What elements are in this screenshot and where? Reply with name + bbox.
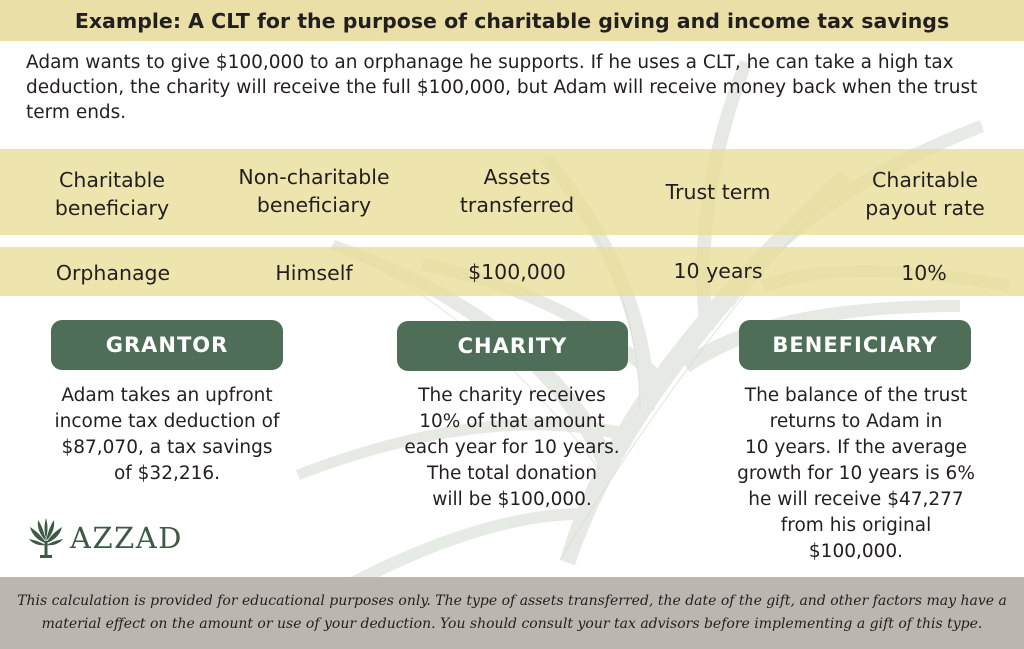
disclaimer-footer: This calculation is provided for educati… [0, 577, 1024, 649]
value-non-charitable-beneficiary: Himself [275, 261, 353, 285]
header-charitable-payout-rate: Charitable payout rate [865, 168, 985, 220]
beneficiary-description: The balance of the trust returns to Adam… [737, 385, 975, 562]
value-charitable-payout-rate: 10% [901, 261, 947, 285]
grantor-badge: GRANTOR [51, 320, 283, 370]
value-trust-term: 10 years [673, 259, 763, 283]
charity-description: The charity receives 10% of that amount … [404, 385, 620, 510]
intro-paragraph: Adam wants to give $100,000 to an orphan… [26, 52, 978, 123]
header-trust-term: Trust term [665, 180, 771, 204]
disclaimer-text: This calculation is provided for educati… [17, 593, 1007, 632]
beneficiary-badge: BENEFICIARY [739, 320, 971, 370]
header-charitable-beneficiary: Charitable beneficiary [54, 168, 170, 220]
header-non-charitable-beneficiary: Non-charitable beneficiary [238, 165, 390, 217]
value-charitable-beneficiary: Orphanage [55, 261, 171, 285]
value-assets-transferred: $100,000 [468, 260, 566, 284]
page-title: Example: A CLT for the purpose of charit… [74, 8, 950, 33]
title-bar: Example: A CLT for the purpose of charit… [0, 0, 1024, 41]
header-assets-transferred: Assets transferred [459, 165, 575, 217]
table-values-band [0, 247, 1024, 296]
azzad-logo: AZZAD [28, 516, 183, 560]
charity-badge: CHARITY [397, 321, 628, 371]
grantor-description: Adam takes an upfront income tax deducti… [54, 385, 280, 484]
table-header-band [0, 149, 1024, 235]
logo-wordmark: AZZAD [70, 521, 183, 555]
palm-leaf-icon [29, 518, 63, 558]
